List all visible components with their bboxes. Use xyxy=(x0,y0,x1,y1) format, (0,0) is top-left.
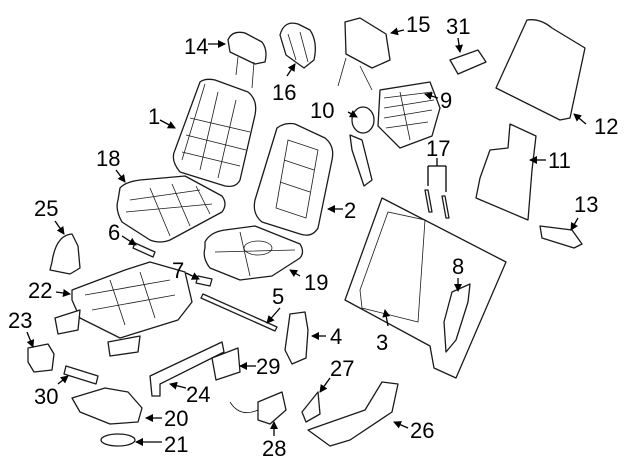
label-24[interactable]: 24 xyxy=(186,382,210,407)
label-6[interactable]: 6 xyxy=(108,220,120,245)
part-13-bracket[interactable] xyxy=(539,225,583,249)
label-2[interactable]: 2 xyxy=(344,198,356,223)
label-13[interactable]: 13 xyxy=(574,192,598,217)
part-29-control-module[interactable] xyxy=(211,347,241,381)
part-2-seat-back-right[interactable] xyxy=(253,122,334,236)
part-8-hinge-bracket[interactable] xyxy=(443,283,471,353)
part-7-clip[interactable] xyxy=(195,275,213,287)
part-16-headrest-cover[interactable] xyxy=(279,22,316,69)
part-15-headrest-active[interactable] xyxy=(337,17,391,91)
label-21[interactable]: 21 xyxy=(164,432,188,457)
leader-lines xyxy=(26,27,587,446)
part-19-cushion-pad[interactable] xyxy=(203,225,304,281)
part-22-seat-frame[interactable] xyxy=(54,261,193,357)
label-30[interactable]: 30 xyxy=(34,384,58,409)
part-21-seal-ring[interactable] xyxy=(100,433,136,447)
label-5[interactable]: 5 xyxy=(272,284,284,309)
label-19[interactable]: 19 xyxy=(304,270,328,295)
label-25[interactable]: 25 xyxy=(34,196,58,221)
label-18[interactable]: 18 xyxy=(96,146,120,171)
part-23-cover-cap[interactable] xyxy=(27,343,55,373)
label-11[interactable]: 11 xyxy=(548,148,571,173)
part-5-torsion-rod[interactable] xyxy=(200,293,278,332)
label-28[interactable]: 28 xyxy=(262,436,286,461)
part-12-back-panel[interactable] xyxy=(495,19,586,121)
label-4[interactable]: 4 xyxy=(330,324,342,349)
label-16[interactable]: 16 xyxy=(272,80,296,105)
label-23[interactable]: 23 xyxy=(8,308,32,333)
part-4-adjuster-motor[interactable] xyxy=(284,311,309,365)
label-9[interactable]: 9 xyxy=(440,88,452,113)
part-28-switch-assembly[interactable] xyxy=(229,391,287,425)
label-20[interactable]: 20 xyxy=(164,406,188,431)
part-14-headrest[interactable] xyxy=(227,31,267,89)
part-31-connector[interactable] xyxy=(449,49,487,75)
label-14[interactable]: 14 xyxy=(184,34,208,59)
part-26-side-shield[interactable] xyxy=(307,381,399,447)
part-11-back-panel-support[interactable] xyxy=(475,123,537,221)
label-17[interactable]: 17 xyxy=(426,136,450,161)
label-10[interactable]: 10 xyxy=(310,98,334,123)
part-18-cushion-cover[interactable] xyxy=(116,175,226,243)
part-17-headrest-guides[interactable] xyxy=(424,189,450,219)
part-27-trim-piece[interactable] xyxy=(301,391,321,423)
label-12[interactable]: 12 xyxy=(594,114,618,139)
label-29[interactable]: 29 xyxy=(256,354,280,379)
label-26[interactable]: 26 xyxy=(410,418,434,443)
part-25-recliner-cover[interactable] xyxy=(49,233,81,275)
label-1[interactable]: 1 xyxy=(148,104,160,129)
part-30-trim-cap[interactable] xyxy=(63,365,99,385)
label-27[interactable]: 27 xyxy=(330,356,354,381)
part-24-wire-harness-cover[interactable] xyxy=(149,341,225,397)
label-15[interactable]: 15 xyxy=(406,12,430,37)
part-3-seat-back-frame[interactable] xyxy=(344,197,507,379)
label-31[interactable]: 31 xyxy=(446,14,470,39)
part-labels: 14 16 1 18 2 19 25 6 22 7 5 23 30 20 21 … xyxy=(8,12,618,461)
part-1-seat-back-left[interactable] xyxy=(172,78,257,188)
part-20-seat-track[interactable] xyxy=(71,387,143,425)
part-10-lumbar-motor[interactable] xyxy=(349,106,375,187)
label-3[interactable]: 3 xyxy=(376,330,388,355)
part-6-bolt[interactable] xyxy=(132,242,156,258)
label-7[interactable]: 7 xyxy=(172,258,184,283)
label-22[interactable]: 22 xyxy=(28,278,52,303)
label-8[interactable]: 8 xyxy=(452,254,464,279)
